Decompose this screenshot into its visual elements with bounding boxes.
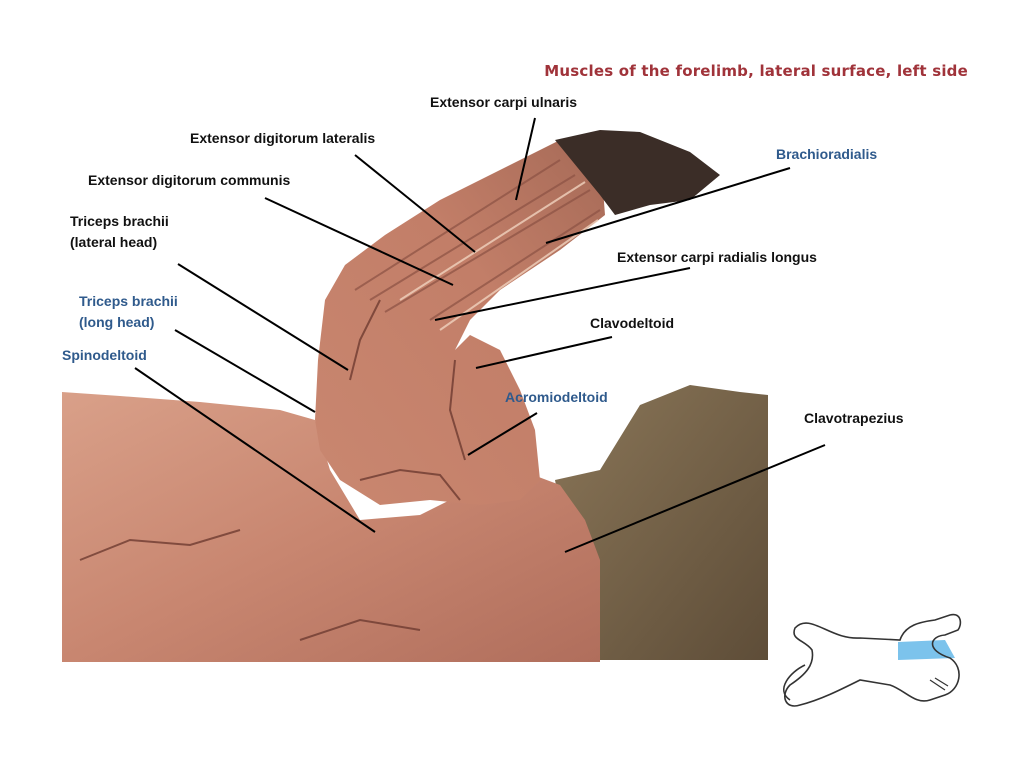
paw-region bbox=[555, 130, 720, 215]
label-text: Extensor carpi radialis longus bbox=[617, 249, 817, 265]
leader-lines bbox=[134, 117, 826, 553]
label-line-2: (long head) bbox=[79, 314, 155, 330]
label-brachioradialis: Brachioradialis bbox=[776, 144, 877, 165]
label-extensor-digitorum-communis: Extensor digitorum communis bbox=[88, 170, 290, 191]
leader-extensor-carpi-ulnaris bbox=[515, 117, 536, 201]
leader-extensor-digitorum-lateralis bbox=[354, 154, 476, 253]
label-text: Clavotrapezius bbox=[804, 410, 904, 426]
specimen-photo bbox=[62, 130, 768, 662]
leader-brachioradialis bbox=[545, 167, 791, 244]
leader-spinodeltoid bbox=[134, 367, 376, 533]
torso-tissue bbox=[62, 392, 600, 662]
leader-extensor-carpi-radialis-longus bbox=[434, 267, 691, 321]
forearm-striations bbox=[354, 159, 601, 321]
label-line-1: Triceps brachii bbox=[70, 213, 169, 229]
label-acromiodeltoid: Acromiodeltoid bbox=[505, 387, 608, 408]
label-line-1: Triceps brachii bbox=[79, 293, 178, 309]
forearm-highlights bbox=[399, 181, 599, 331]
forelimb-tissue bbox=[315, 140, 605, 505]
label-text: Extensor digitorum communis bbox=[88, 172, 291, 188]
fur-region bbox=[555, 385, 768, 660]
label-extensor-carpi-radialis-longus: Extensor carpi radialis longus bbox=[617, 247, 817, 268]
leader-extensor-digitorum-communis bbox=[264, 197, 454, 286]
label-text: Spinodeltoid bbox=[62, 347, 147, 363]
label-text: Extensor carpi ulnaris bbox=[430, 94, 578, 110]
label-line-2: (lateral head) bbox=[70, 234, 158, 250]
label-extensor-carpi-ulnaris: Extensor carpi ulnaris bbox=[430, 92, 577, 113]
label-spinodeltoid: Spinodeltoid bbox=[62, 345, 147, 366]
leader-clavotrapezius bbox=[564, 444, 826, 553]
label-text: Extensor digitorum lateralis bbox=[190, 130, 376, 146]
label-text: Clavodeltoid bbox=[590, 315, 675, 331]
leader-acromiodeltoid bbox=[467, 412, 538, 456]
leader-clavodeltoid bbox=[475, 336, 613, 369]
label-clavodeltoid: Clavodeltoid bbox=[590, 313, 674, 334]
fascia-lines bbox=[79, 299, 466, 641]
label-text: Brachioradialis bbox=[776, 146, 878, 162]
label-triceps-brachii-lateral-head: Triceps brachii (lateral head) bbox=[70, 211, 169, 253]
leader-triceps-long bbox=[174, 329, 316, 413]
cat-outline-icon bbox=[783, 613, 962, 707]
label-triceps-brachii-long-head: Triceps brachii (long head) bbox=[79, 291, 178, 333]
label-extensor-digitorum-lateralis: Extensor digitorum lateralis bbox=[190, 128, 375, 149]
figure-title: Muscles of the forelimb, lateral surface… bbox=[544, 62, 968, 80]
label-clavotrapezius: Clavotrapezius bbox=[804, 408, 904, 429]
leader-triceps-lateral bbox=[177, 263, 349, 371]
label-text: Acromiodeltoid bbox=[505, 389, 608, 405]
